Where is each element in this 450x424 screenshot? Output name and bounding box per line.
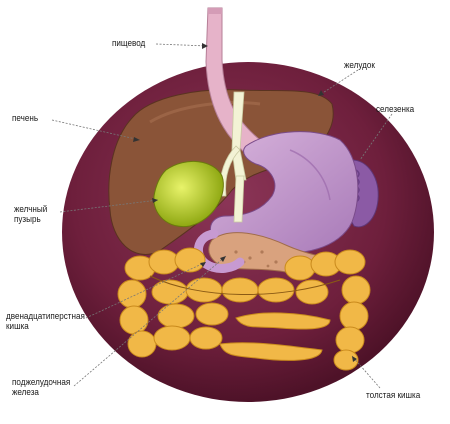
arrow-colon [352, 356, 357, 362]
bile-duct-lower [233, 175, 245, 223]
pointer-spleen [359, 113, 393, 161]
small-intestine-shape [151, 277, 331, 361]
arrow-esophagus [202, 43, 208, 49]
label-pancreas: поджелудочная железа [12, 377, 71, 397]
label-liver: печень [12, 113, 39, 123]
arrow-duodenum [200, 262, 206, 267]
pointer-lines [51, 43, 393, 389]
stomach-fold [289, 149, 331, 201]
arrow-gallbladder [152, 198, 158, 203]
pointer-arrowheads [133, 43, 357, 362]
arrow-pancreas [220, 256, 226, 262]
label-esophagus: пищевод [112, 38, 146, 48]
pointer-duodenum [85, 261, 207, 319]
pointer-stomach [317, 69, 359, 97]
liver-highlight [149, 101, 261, 124]
pointer-gallbladder [59, 199, 159, 213]
gallbladder-shape [153, 160, 224, 228]
pointer-esophagus [155, 43, 209, 47]
arrow-liver [133, 137, 140, 142]
label-spleen: селезенка [376, 104, 415, 114]
colon-shape [117, 247, 371, 371]
label-duodenum: двенадцатиперстная кишка [6, 311, 85, 331]
arrow-stomach [318, 90, 324, 96]
esophagus-top-ring [208, 8, 222, 14]
label-colon: толстая кишка [366, 390, 421, 400]
intestine-line [149, 275, 341, 296]
label-stomach: желудок [344, 60, 375, 70]
pointer-pancreas [73, 255, 227, 387]
pointer-colon [351, 355, 381, 389]
duodenum-shape [194, 229, 245, 273]
label-gallbladder: желчный пузырь [14, 204, 48, 224]
pointer-liver [51, 119, 141, 141]
